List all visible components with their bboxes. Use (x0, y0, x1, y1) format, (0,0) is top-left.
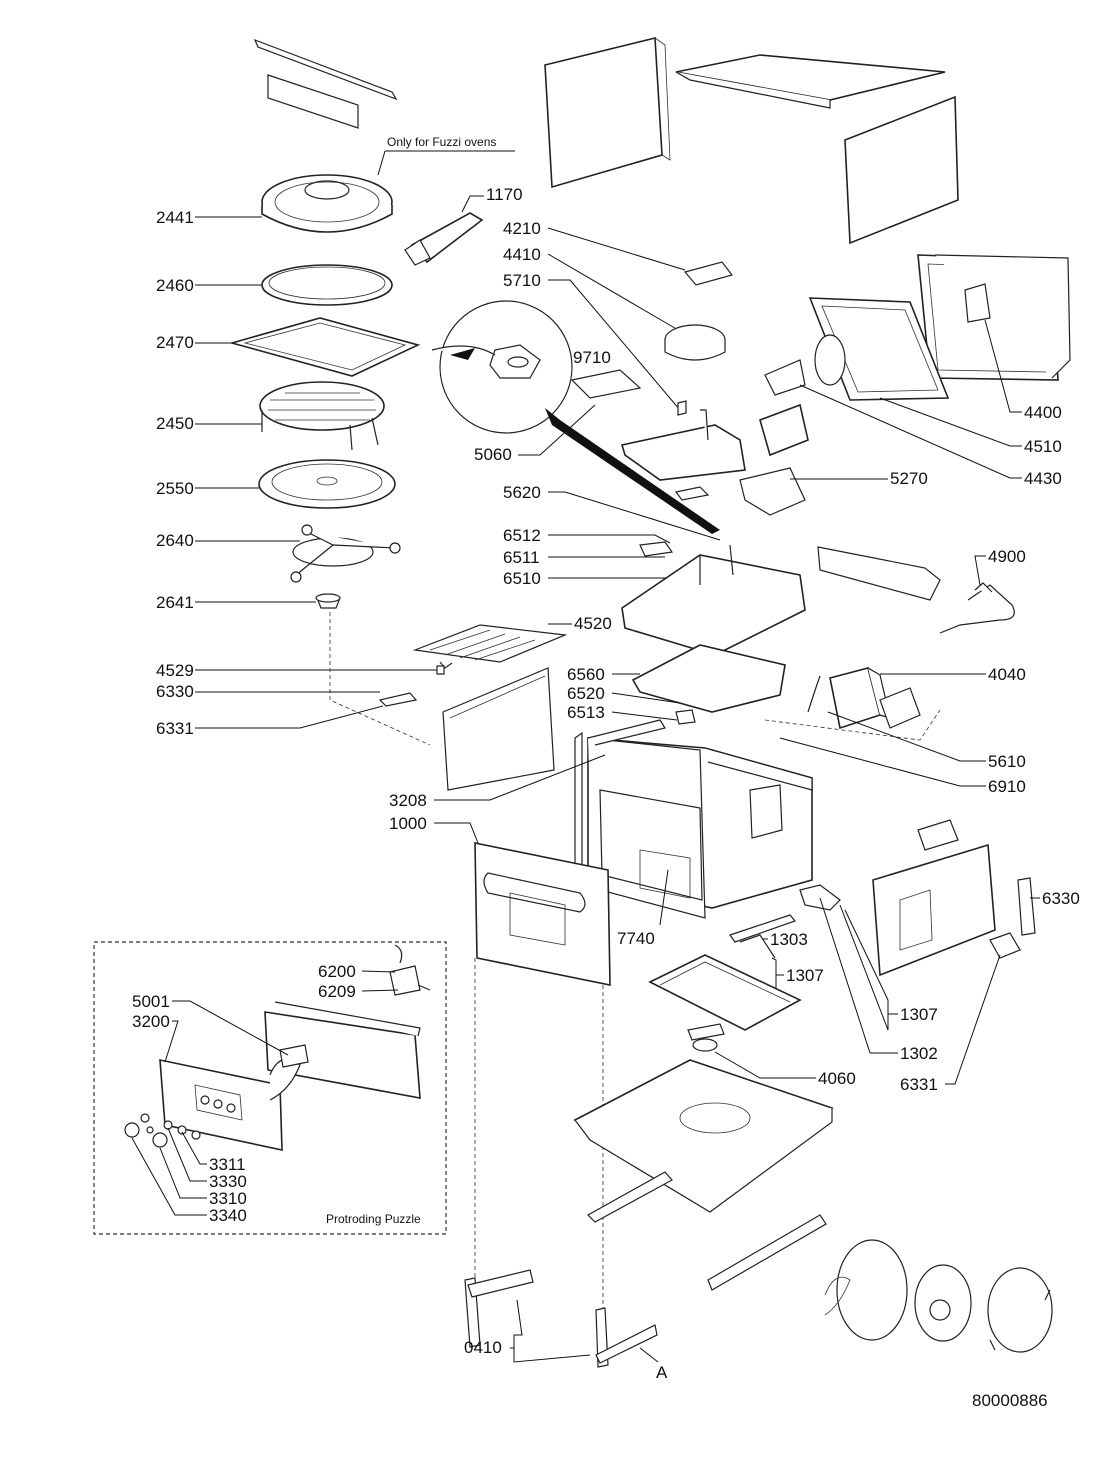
label-2460: 2460 (156, 276, 194, 295)
label-6513: 6513 (567, 703, 605, 722)
label-6510: 6510 (503, 569, 541, 588)
label-4400: 4400 (1024, 403, 1062, 422)
label-5610: 5610 (988, 752, 1026, 771)
magnetron-4040 (829, 667, 921, 730)
label-3340: 3340 (209, 1206, 247, 1225)
coupler-2641 (315, 593, 341, 609)
label-3311: 3311 (209, 1155, 246, 1174)
label-2470: 2470 (156, 333, 194, 352)
label-6560: 6560 (567, 665, 605, 684)
label-2640: 2640 (156, 531, 194, 550)
label-4529: 4529 (156, 661, 194, 680)
label-6331-right: 6331 (900, 1075, 938, 1094)
plate-2460 (261, 264, 393, 306)
cover-2441 (261, 174, 393, 233)
label-2441: 2441 (156, 208, 194, 227)
oven-door (474, 842, 611, 986)
part-4210 (683, 261, 734, 286)
label-9710: 9710 (573, 348, 611, 367)
grid-2450 (259, 381, 385, 451)
cable-4900 (817, 546, 1015, 634)
oven-cavity (574, 719, 813, 919)
base-plate (573, 1059, 834, 1213)
bottom-tray (648, 954, 802, 1031)
label-1307-mid: 1307 (786, 966, 824, 985)
turntable-2550 (258, 459, 396, 509)
label-2641: 2641 (156, 593, 194, 612)
label-5060: 5060 (474, 445, 512, 464)
label-1307-right: 1307 (900, 1005, 938, 1024)
letter-a: A (656, 1363, 668, 1382)
label-6512: 6512 (503, 526, 541, 545)
label-6331-left: 6331 (156, 719, 194, 738)
part-4410 (664, 324, 726, 361)
label-5001: 5001 (132, 992, 170, 1011)
inset-box (93, 941, 447, 1235)
label-2450: 2450 (156, 414, 194, 433)
label-0410: 0410 (464, 1338, 502, 1357)
label-6330-left: 6330 (156, 682, 194, 701)
label-4060: 4060 (818, 1069, 856, 1088)
inset-caption: Protroding Puzzle (326, 1212, 421, 1226)
part-9710 (570, 369, 642, 399)
label-4520: 4520 (574, 614, 612, 633)
waveguide-plate (621, 544, 806, 713)
label-1302: 1302 (900, 1044, 938, 1063)
label-1170: 1170 (486, 185, 523, 204)
label-4510: 4510 (1024, 437, 1062, 456)
handle-1170 (404, 212, 484, 266)
label-4040: 4040 (988, 665, 1026, 684)
note-fuzzi: Only for Fuzzi ovens (387, 135, 496, 149)
roller-support-2640 (290, 524, 401, 583)
control-panel-assembly (124, 944, 431, 1151)
label-5620: 5620 (503, 483, 541, 502)
fan-4060 (687, 1023, 725, 1052)
label-1303: 1303 (770, 930, 808, 949)
cabinet-panels (544, 36, 959, 245)
label-3310: 3310 (209, 1189, 247, 1208)
top-strip-parts (253, 38, 398, 129)
tray-2470 (229, 317, 421, 377)
base-rails (464, 1171, 827, 1368)
label-2550: 2550 (156, 479, 194, 498)
label-3200: 3200 (132, 1012, 170, 1031)
label-7740: 7740 (617, 929, 655, 948)
label-3330: 3330 (209, 1172, 247, 1191)
label-4210: 4210 (503, 219, 541, 238)
label-5270: 5270 (890, 469, 928, 488)
label-4900: 4900 (988, 547, 1026, 566)
label-6520: 6520 (567, 684, 605, 703)
label-4410: 4410 (503, 245, 541, 264)
installation-detail (824, 1239, 1053, 1353)
label-6200: 6200 (318, 962, 356, 981)
drawing-number: 80000886 (972, 1391, 1048, 1410)
label-6910: 6910 (988, 777, 1026, 796)
door-frames-right (764, 254, 1071, 401)
label-3208: 3208 (389, 791, 427, 810)
label-6209: 6209 (318, 982, 356, 1001)
label-1000: 1000 (389, 814, 427, 833)
side-panel (442, 667, 555, 791)
control-housing (620, 403, 809, 516)
right-hinge-assembly (799, 819, 1036, 977)
grill-element-4520 (412, 624, 568, 669)
label-6511: 6511 (503, 548, 540, 567)
detail-magnifier (431, 300, 720, 534)
label-6330-right: 6330 (1042, 889, 1080, 908)
label-5710: 5710 (503, 271, 541, 290)
label-4430: 4430 (1024, 469, 1062, 488)
